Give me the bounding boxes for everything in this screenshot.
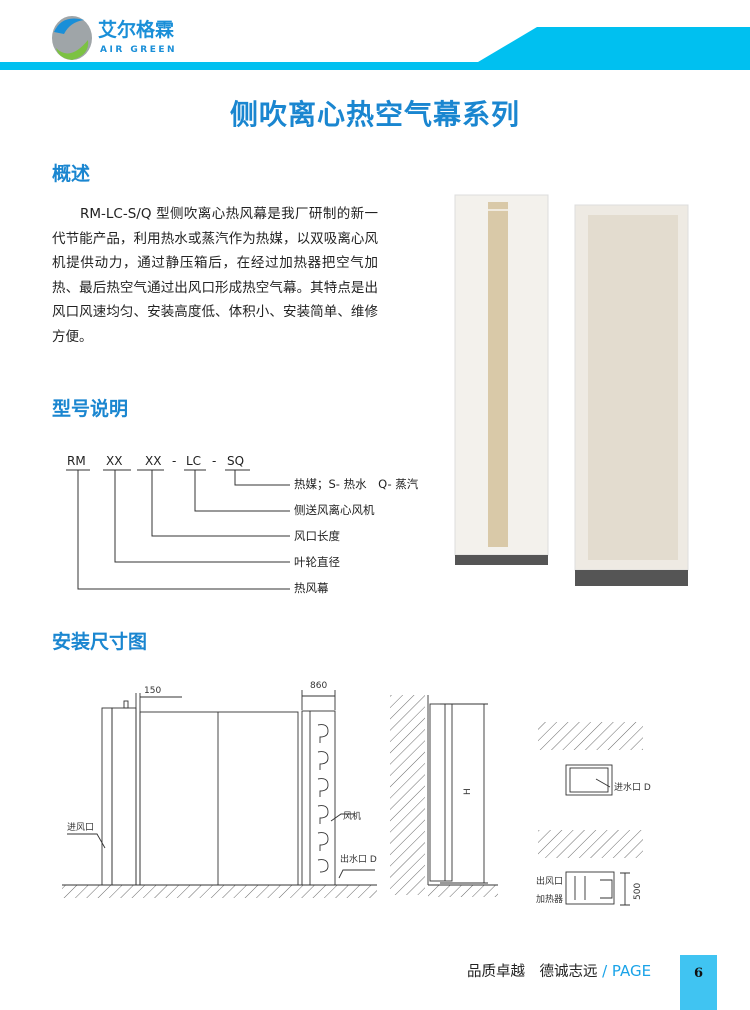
slogan-1: 品质卓越 bbox=[467, 964, 525, 980]
label-fan: 风机 bbox=[343, 810, 361, 822]
logo-icon bbox=[52, 16, 92, 60]
dim-860: 860 bbox=[310, 681, 327, 691]
product-unit-perforated bbox=[574, 204, 689, 586]
install-heading: 安装尺寸图 bbox=[52, 631, 148, 653]
overview-heading: 概述 bbox=[52, 163, 91, 185]
label-curtain: 热风幕 bbox=[294, 581, 329, 595]
code-xx2: XX bbox=[145, 454, 162, 468]
slogan-2: 德诚志远 bbox=[539, 964, 598, 980]
page-title: 侧吹离心热空气幕系列 bbox=[229, 98, 520, 131]
fan-scrolls bbox=[67, 724, 375, 879]
label-heater: 加热器 bbox=[536, 893, 563, 905]
footer-slogan: 品质卓越 德诚志远 / PAGE bbox=[467, 962, 651, 981]
install-drawings: 150 860 进风口 风机 出水口 D H 进水口 D 出风口 加热器 500 bbox=[62, 681, 651, 906]
label-impeller: 叶轮直径 bbox=[294, 555, 340, 569]
code-sq: SQ bbox=[227, 454, 245, 468]
label-inlet: 进风口 bbox=[67, 822, 94, 833]
top-plan-inlet bbox=[538, 722, 643, 796]
dim-h: H bbox=[463, 788, 473, 795]
logo-en: AIR GREEN bbox=[100, 45, 178, 55]
label-water-in: 进水口 D bbox=[614, 781, 651, 793]
top-plan-outlet bbox=[538, 830, 643, 906]
overview-text: RM-LC-S/Q 型侧吹离心热风幕是我厂研制的新一代节能产品，利用热水或蒸汽作… bbox=[52, 206, 378, 345]
code-rm: RM bbox=[67, 454, 86, 468]
page-label: / PAGE bbox=[602, 962, 652, 980]
label-outlet-length: 风口长度 bbox=[294, 529, 340, 543]
code-dash2: - bbox=[212, 454, 217, 468]
header-banner bbox=[0, 16, 750, 70]
label-fan-type: 侧送风离心风机 bbox=[294, 503, 375, 517]
model-heading: 型号说明 bbox=[52, 398, 129, 420]
front-elevation bbox=[62, 690, 377, 898]
product-unit-grille bbox=[454, 194, 549, 565]
code-lc: LC bbox=[186, 454, 202, 468]
code-xx1: XX bbox=[106, 454, 123, 468]
label-water-out: 出水口 D bbox=[340, 853, 377, 865]
logo-cn: 艾尔格霖 bbox=[98, 19, 175, 41]
label-heat-medium: 热媒；S- 热水 Q- 蒸汽 bbox=[294, 477, 419, 491]
dim-500: 500 bbox=[633, 883, 643, 900]
code-dash1: - bbox=[172, 454, 177, 468]
product-photos bbox=[454, 194, 689, 586]
page-number: 6 bbox=[680, 955, 717, 1010]
side-elevation bbox=[390, 695, 498, 897]
model-code-lines bbox=[66, 469, 290, 590]
label-air-out: 出风口 bbox=[536, 875, 563, 887]
dim-150: 150 bbox=[144, 686, 161, 696]
